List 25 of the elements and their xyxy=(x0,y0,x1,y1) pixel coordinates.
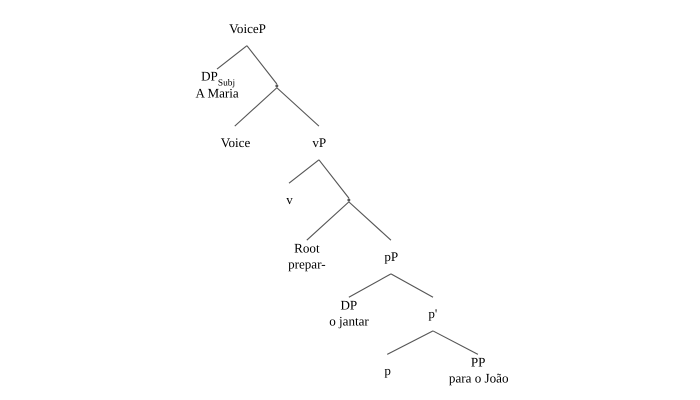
node-text: VoiceP xyxy=(228,20,266,36)
node-text: p xyxy=(384,363,390,378)
connector xyxy=(246,45,277,84)
node-text: DP$_{Subj}$ A Maria xyxy=(194,68,238,100)
connector xyxy=(386,330,433,355)
node-text: DP o jantar xyxy=(328,298,368,329)
connector xyxy=(276,87,319,127)
node-text: v xyxy=(286,192,292,207)
node-text: Root prepar- xyxy=(288,240,326,272)
connector xyxy=(432,330,478,355)
node-text: p' xyxy=(428,306,437,322)
node-text: vP xyxy=(312,134,326,150)
connector xyxy=(348,273,391,298)
connector xyxy=(216,45,247,70)
connector xyxy=(234,87,277,127)
connector xyxy=(348,201,391,241)
node-text: Voice xyxy=(220,134,250,150)
connector xyxy=(318,159,349,198)
node-point xyxy=(274,84,278,88)
connector xyxy=(306,201,349,241)
connector xyxy=(390,273,433,298)
connector xyxy=(288,159,319,184)
node-point xyxy=(346,198,350,202)
node-text: pP xyxy=(384,248,398,264)
node-text: PP para o João xyxy=(448,354,508,386)
